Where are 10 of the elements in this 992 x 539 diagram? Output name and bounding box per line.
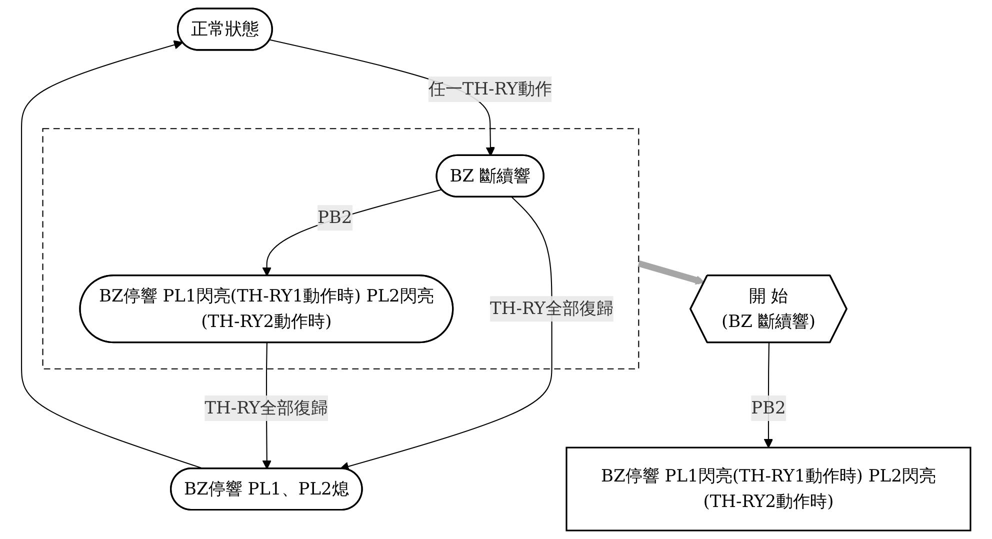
edge-label: PB2 <box>317 207 352 228</box>
arrow <box>262 189 442 276</box>
arrow <box>340 196 552 471</box>
edge-label: TH-RY全部復歸 <box>490 298 614 318</box>
edge-label: PB2 <box>751 398 786 418</box>
cluster <box>42 128 640 370</box>
arrow <box>638 260 705 285</box>
edge-label: 任一TH-RY動作 <box>428 78 552 99</box>
node-box: BZ停響 PL1閃亮(TH-RY1動作時) PL2閃亮(TH-RY2動作時) <box>566 446 972 532</box>
edge-label: TH-RY全部復歸 <box>204 398 328 418</box>
